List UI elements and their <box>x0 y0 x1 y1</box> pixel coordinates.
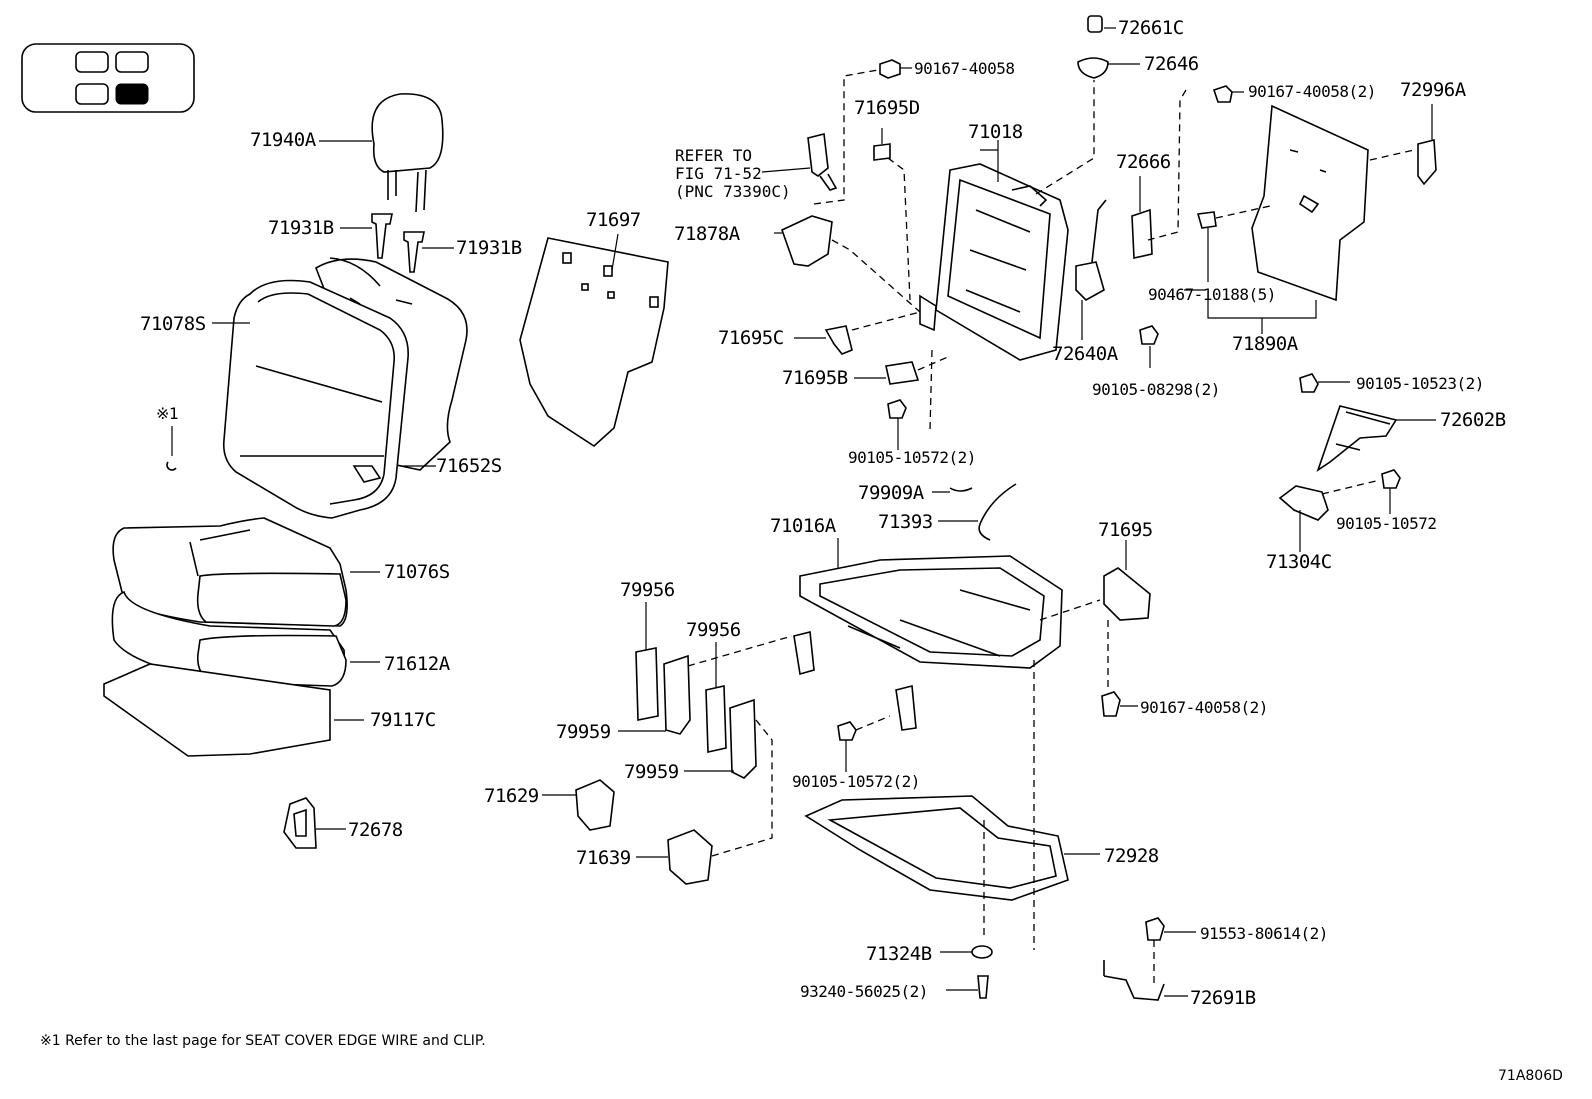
label-72996A: 72996A <box>1400 79 1466 101</box>
label-71695B: 71695B <box>782 367 848 389</box>
bolt-90105-08298 <box>1139 325 1159 368</box>
bolt-90167-40058-lower <box>1101 691 1138 717</box>
label-71695C: 71695C <box>718 327 784 349</box>
label-71878A: 71878A <box>674 223 740 245</box>
label-71304C: 71304C <box>1266 551 1332 573</box>
headrest-71940A <box>319 93 444 213</box>
bracket-71695 <box>1103 540 1151 690</box>
label-71940A: 71940A <box>250 129 316 151</box>
undercover-72928 <box>804 660 1100 950</box>
label-71639: 71639 <box>576 847 631 869</box>
screw-93240-56025 <box>946 975 989 999</box>
label-71629: 71629 <box>484 785 539 807</box>
seat-adjuster-covers-79956-79959 <box>618 602 793 790</box>
label-72691B: 72691B <box>1190 987 1256 1009</box>
label-79117C: 79117C <box>370 709 436 731</box>
bolt-91553-80614 <box>1145 917 1196 984</box>
label-71324B: 71324B <box>866 943 932 965</box>
seat-cushion-cover-71076S <box>112 517 380 627</box>
label-71612A: 71612A <box>384 653 450 675</box>
back-board-71890A <box>1147 89 1415 334</box>
seatback-board-71697 <box>519 233 669 448</box>
label-79956-a: 79956 <box>620 579 675 601</box>
label-90105-10523: 90105-10523(2) <box>1356 374 1484 393</box>
reference-note: REFER TO FIG 71-52 (PNC 73390C) <box>675 147 791 201</box>
label-90105-08298: 90105-08298(2) <box>1092 380 1220 399</box>
label-71016A: 71016A <box>770 515 836 537</box>
figure-code: 71A806D <box>1498 1068 1563 1084</box>
bolt-90167-40058 <box>879 59 912 79</box>
label-90105-10572-2-lower: 90105-10572(2) <box>792 772 920 791</box>
bracket-71304C <box>1278 469 1401 552</box>
bracket-71695B <box>854 349 951 431</box>
bracket-71878A <box>774 69 921 313</box>
label-71652S: 71652S <box>436 455 502 477</box>
seatbelt-buckle-ref <box>761 133 838 191</box>
cover-72666 <box>1131 176 1153 259</box>
label-71931B-right: 71931B <box>456 237 522 259</box>
lock-72640A <box>1075 199 1107 340</box>
hinge-cover-72996A <box>1417 104 1437 186</box>
label-71393: 71393 <box>878 511 933 533</box>
label-72661C: 72661C <box>1118 17 1184 39</box>
headrest-guides-71931B <box>340 213 454 273</box>
cap-72661C <box>1087 15 1116 33</box>
label-72928: 72928 <box>1104 845 1159 867</box>
bushing-71695D <box>873 128 911 301</box>
label-71018: 71018 <box>968 121 1023 143</box>
label-79959-b: 79959 <box>624 761 679 783</box>
cover-71639 <box>636 790 773 885</box>
label-72646: 72646 <box>1144 53 1199 75</box>
label-90105-10572: 90105-10572 <box>1336 514 1437 533</box>
seat-cushion-pad-71612A <box>111 590 380 687</box>
label-71076S: 71076S <box>384 561 450 583</box>
cushion-frame-71016A <box>793 538 1101 731</box>
seat-position-locator <box>21 43 195 113</box>
label-90167-40058-2-lower: 90167-40058(2) <box>1140 698 1268 717</box>
label-79909A: 79909A <box>858 482 924 504</box>
bracket-71695C <box>794 311 921 355</box>
leader-lines <box>980 149 1206 291</box>
label-79956-b: 79956 <box>686 619 741 641</box>
label-71931B-left: 71931B <box>268 217 334 239</box>
hinge-72602B <box>1299 373 1436 472</box>
bracket-72691B <box>1103 960 1188 1001</box>
bezel-72678 <box>283 797 346 849</box>
nut-71324B <box>940 945 993 959</box>
reference-line-3: (PNC 73390C) <box>675 182 791 201</box>
label-71890A: 71890A <box>1232 333 1298 355</box>
label-93240-56025: 93240-56025(2) <box>800 982 928 1001</box>
label-71078S: 71078S <box>140 313 206 335</box>
footnote: ※1 Refer to the last page for SEAT COVER… <box>40 1033 486 1049</box>
reference-line-2: FIG 71-52 <box>675 164 762 183</box>
label-71695: 71695 <box>1098 519 1153 541</box>
cover-71629 <box>542 779 615 831</box>
cover-72646 <box>1077 57 1140 79</box>
label-90105-10572-2-upper: 90105-10572(2) <box>848 448 976 467</box>
asterisk-marker: ※1 <box>156 404 179 423</box>
label-91553-80614: 91553-80614(2) <box>1200 924 1328 943</box>
label-72602B: 72602B <box>1440 409 1506 431</box>
seatback-71078S-71652S <box>166 257 468 519</box>
bolt-90105-10572-lower <box>837 715 891 772</box>
seatback-frame-71018 <box>919 80 1095 361</box>
label-90467-10188: 90467-10188(5) <box>1148 285 1276 304</box>
label-79959-a: 79959 <box>556 721 611 743</box>
bolt-90167-40058-upper-right <box>1212 85 1244 103</box>
reference-line-1: REFER TO <box>675 146 753 165</box>
label-71697: 71697 <box>586 209 641 231</box>
cushion-frame-79117C <box>103 663 364 757</box>
label-72678: 72678 <box>348 819 403 841</box>
label-72666: 72666 <box>1116 151 1171 173</box>
bolt-90105-10572-upper <box>887 399 907 450</box>
label-72640A: 72640A <box>1052 343 1118 365</box>
label-90167-40058-2-upper: 90167-40058(2) <box>1248 82 1376 101</box>
wire-79909A-71393 <box>932 483 1017 541</box>
label-71695D: 71695D <box>854 97 920 119</box>
label-90167-40058: 90167-40058 <box>914 59 1015 78</box>
